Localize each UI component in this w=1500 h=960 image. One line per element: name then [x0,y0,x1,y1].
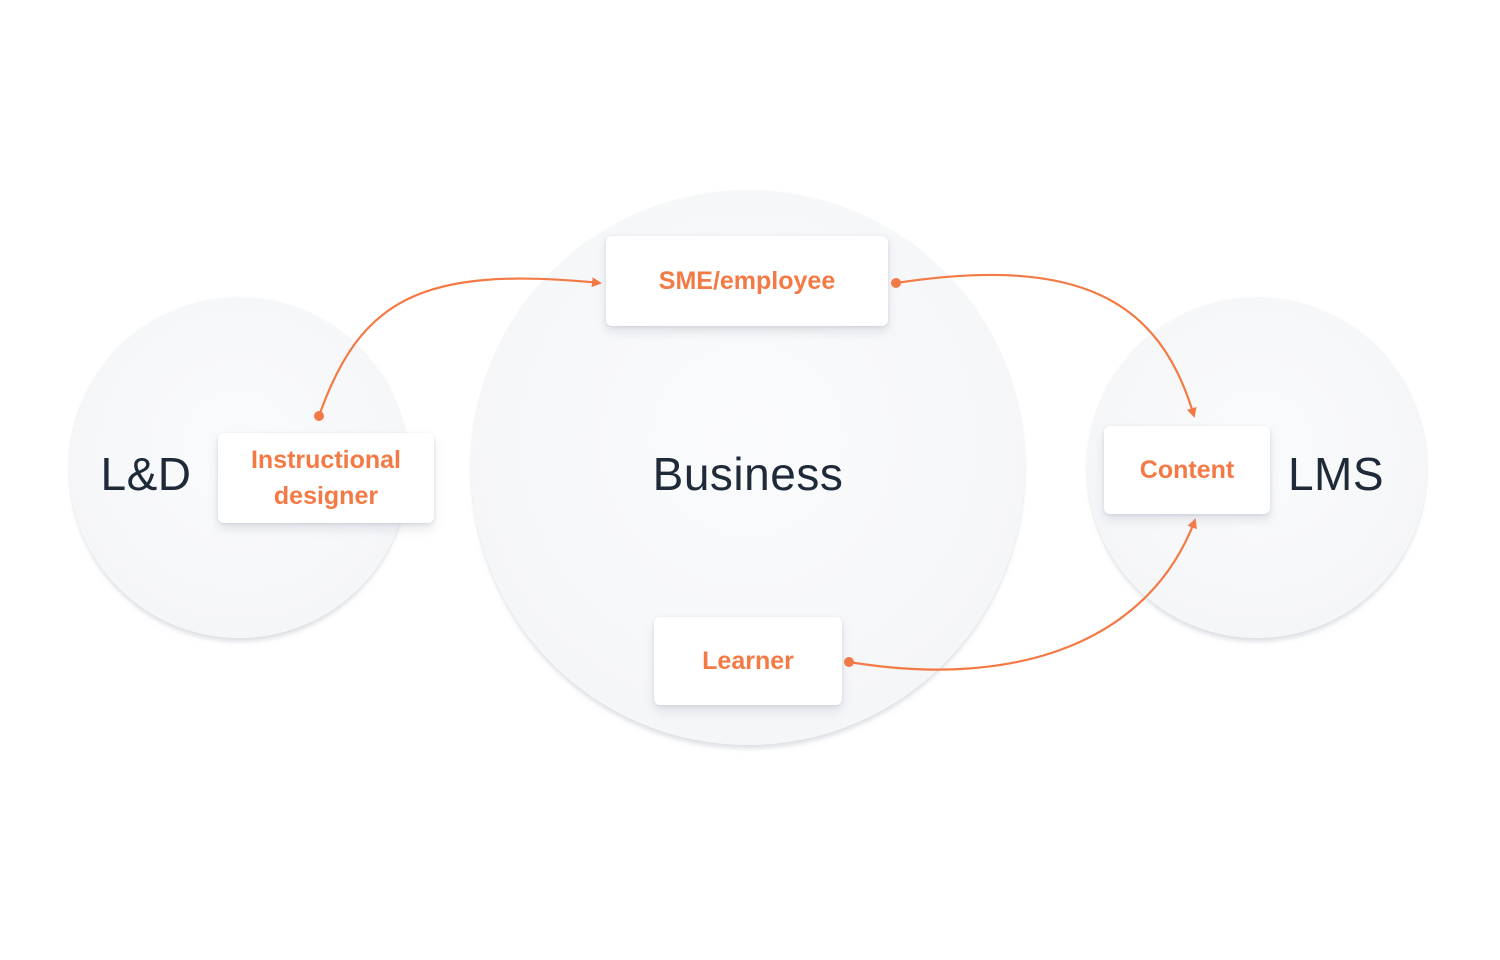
instructional-designer-line2: designer [273,482,379,510]
business-label: Business [652,448,844,500]
sme-employee-label: SME/employee [658,267,836,295]
lms-label: LMS [1287,448,1385,500]
ld-label: L&D [100,448,192,500]
learner-label: Learner [702,647,794,675]
instructional-designer-card: Instructional designer [218,433,434,523]
instructional-designer-line1: Instructional [250,446,401,474]
content-label: Content [1139,456,1235,484]
learner-card: Learner [654,617,842,705]
sme-employee-card: SME/employee [606,236,888,326]
content-card: Content [1104,426,1270,514]
